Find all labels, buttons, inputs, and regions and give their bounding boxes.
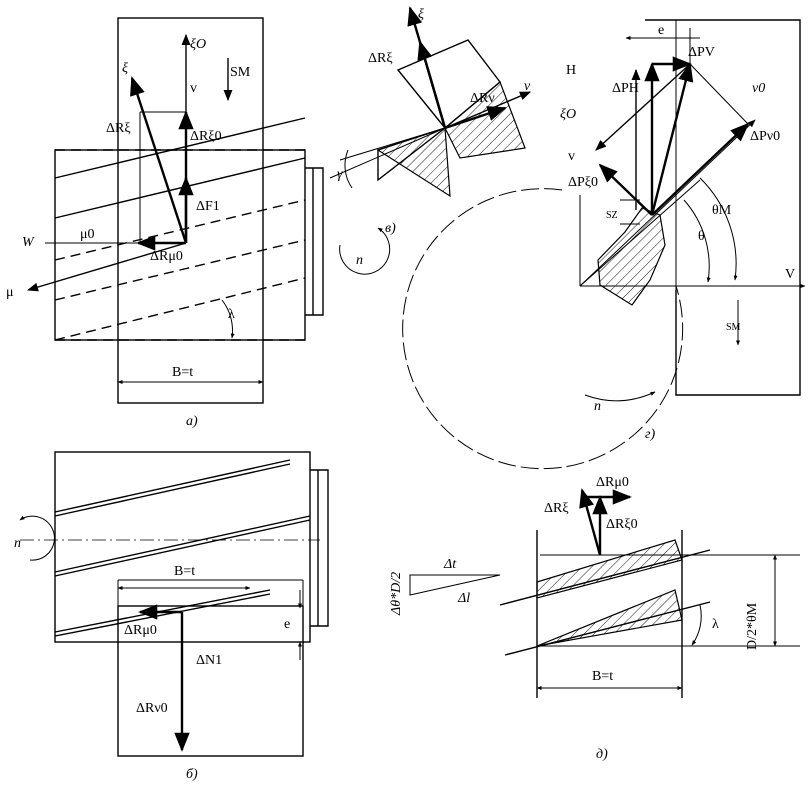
label-dR-mu0-d: ΔRμ0 — [596, 475, 629, 490]
label-s-m-g: SM — [726, 322, 741, 333]
label-D2theta: D/2*θM — [745, 602, 760, 650]
panel-v: ξ ΔRξ ΔRν ν γ в) — [329, 6, 532, 236]
dR-xi-vector-v — [417, 40, 447, 129]
label-dPv: ΔPV — [688, 45, 715, 60]
dR-nu-vector — [444, 106, 507, 130]
caption-g: г) — [645, 427, 655, 442]
theta-arc — [683, 199, 711, 283]
panel-d: ΔRμ0 ΔRξ ΔRξ0 D/2*θM λ B=t д) — [499, 475, 800, 762]
label-e-b: e — [284, 617, 290, 632]
cutter-end-plate — [305, 167, 324, 316]
label-b-t-d: B=t — [592, 669, 613, 684]
dPnu0-vector — [651, 122, 750, 216]
label-s-m: SM — [230, 65, 251, 80]
label-n: n — [356, 253, 363, 268]
label-b-t: B=t — [172, 365, 193, 380]
rotation-arrow — [339, 227, 391, 275]
label-dt: Δt — [443, 557, 457, 572]
label-mu: μ — [6, 285, 14, 300]
caption-d: д) — [596, 747, 608, 762]
tool-outline — [645, 19, 801, 396]
tooth-lower — [536, 589, 683, 647]
label-dPxi0: ΔPξ0 — [568, 175, 598, 190]
label-xi: ξ — [122, 61, 128, 76]
label-b-t-b: B=t — [174, 564, 195, 579]
xi-o-axis-g — [595, 63, 691, 151]
tooth — [597, 207, 666, 306]
label-dl: Δl — [457, 591, 470, 606]
label-dR-mu0: ΔRμ0 — [150, 249, 183, 264]
label-dN1: ΔN1 — [196, 653, 222, 668]
caption-b: б) — [186, 767, 198, 782]
dR-xi-vector-d — [579, 488, 602, 556]
label-n-b: n — [14, 536, 21, 551]
label-dPH: ΔPH — [612, 81, 639, 96]
label-dR-xi-v: ΔRξ — [368, 51, 393, 66]
label-nu-v: ν — [524, 79, 531, 94]
label-theta: θ — [698, 229, 705, 244]
inset-triangle: Δθ*D/2 Δt Δl — [389, 557, 501, 616]
label-dR-xi-d: ΔRξ — [544, 501, 569, 516]
label-V: V — [785, 267, 795, 282]
tooth-upper — [536, 539, 683, 599]
label-v: v — [190, 81, 197, 96]
label-xi-o-g: ξO — [560, 107, 576, 122]
label-dR-nu-v: ΔRν — [470, 91, 495, 106]
label-gamma: γ — [337, 167, 343, 182]
label-lambda: λ — [228, 307, 235, 322]
dR-xi-vector — [130, 76, 188, 244]
caption-a: а) — [186, 414, 198, 429]
label-dtheta: Δθ*D/2 — [389, 572, 404, 616]
label-e-g: e — [658, 23, 664, 38]
mu-axis — [26, 242, 187, 292]
label-xi-o: ξO — [190, 37, 206, 52]
label-W: W — [22, 235, 35, 250]
panel-g: e ΔPV H ΔPH ν0 ξO ΔPν0 v ΔPξ0 SZ θM θ V … — [402, 19, 806, 470]
label-dR-xi0: ΔRξ0 — [190, 129, 222, 144]
label-H: H — [566, 63, 576, 78]
label-theta-m: θM — [712, 203, 732, 218]
theta-m-arc — [699, 177, 738, 281]
label-dF1: ΔF1 — [196, 199, 220, 214]
label-dR-nu0-b: ΔRν0 — [136, 701, 168, 716]
label-v-g: v — [568, 149, 575, 164]
label-dPnu0: ΔPν0 — [750, 129, 780, 144]
label-nu0: ν0 — [752, 81, 765, 96]
label-dR-mu0-b: ΔRμ0 — [124, 623, 157, 638]
label-dR-xi0-d: ΔRξ0 — [606, 517, 638, 532]
label-n-g: n — [594, 399, 601, 414]
label-dR-xi: ΔRξ — [106, 121, 131, 136]
caption-v: в) — [385, 221, 396, 236]
nu-axis — [444, 91, 532, 129]
panel-a: ξO SM v ξ ΔRξ ΔRξ0 ΔF1 W μ0 ΔRμ0 μ λ B=t… — [6, 17, 391, 429]
label-mu0: μ0 — [80, 227, 95, 242]
label-sz: SZ — [606, 210, 618, 221]
label-lambda-d: λ — [712, 617, 719, 632]
dPxi0-vector — [598, 163, 653, 216]
cutter-circle — [402, 188, 684, 470]
cutter-body — [54, 149, 306, 341]
label-xi-v: ξ — [418, 7, 424, 22]
panel-b: n B=t ΔRμ0 ΔN1 ΔRν0 e б) — [14, 451, 329, 782]
